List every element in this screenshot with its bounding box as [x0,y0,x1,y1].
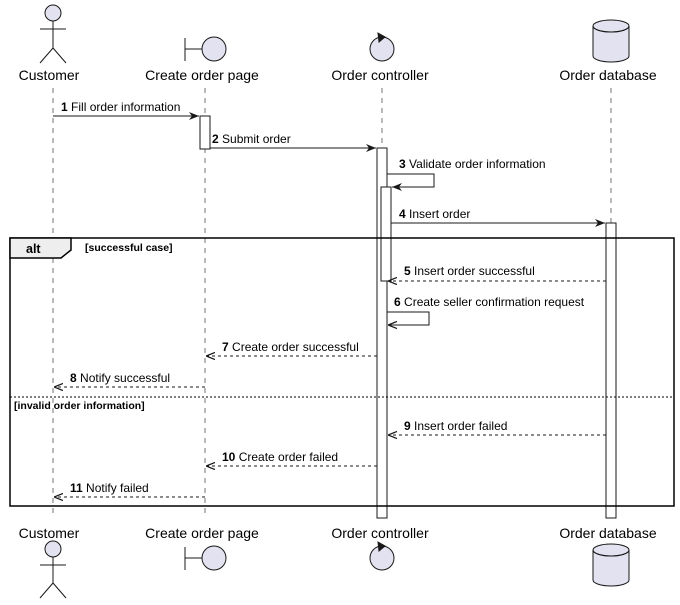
participant-customer-title: Customer [19,67,80,83]
actor-icon [39,540,67,599]
message-4-label: 4 Insert order [399,207,470,221]
database-icon [592,543,630,587]
activation-page [199,115,211,150]
activation-controller-inner [380,186,392,282]
guard-successful-case: [successful case] [85,242,173,254]
message-6-label: 6 Create seller confirmation request [394,295,585,309]
message-1-label: 1 Fill order information [61,100,180,114]
message-arrows [53,112,606,497]
alt-keyword: alt [26,242,41,256]
guard-invalid-order-information: [invalid order information] [14,400,145,412]
message-11-label: 11 Notify failed [70,481,149,495]
actor-icon [39,4,67,64]
participant-customer-footer: Customer [19,525,80,541]
boundary-icon [184,545,227,571]
participant-create-order-page-footer: Create order page [145,525,259,541]
message-3-label: 3 Validate order information [399,157,546,171]
participant-order-database-title: Order database [559,67,656,83]
participant-order-database-footer: Order database [559,525,656,541]
message-7-label: 7 Create order successful [222,340,359,354]
activation-database [605,222,617,519]
boundary-icon [184,36,227,62]
alt-fragment-tab [9,237,72,259]
message-5-label: 5 Insert order successful [404,264,535,278]
activations [199,115,617,519]
arrow-message-3 [387,173,435,191]
participant-order-controller-footer: Order controller [331,525,429,541]
message-9-label: 9 Insert order failed [404,419,507,433]
participant-create-order-page-title: Create order page [145,67,259,83]
alt-fragment-frame [9,237,675,507]
control-icon [369,541,395,571]
database-icon [592,19,630,63]
control-icon [369,32,395,62]
alt-fragment: alt [successful case] [invalid order inf… [9,237,675,507]
participant-order-controller-title: Order controller [331,67,429,83]
arrow-message-6 [387,311,430,325]
message-10-label: 10 Create order failed [222,450,338,464]
message-2-label: 2 Submit order [212,132,291,146]
message-8-label: 8 Notify successful [70,371,170,385]
activation-controller-outer [376,147,388,519]
